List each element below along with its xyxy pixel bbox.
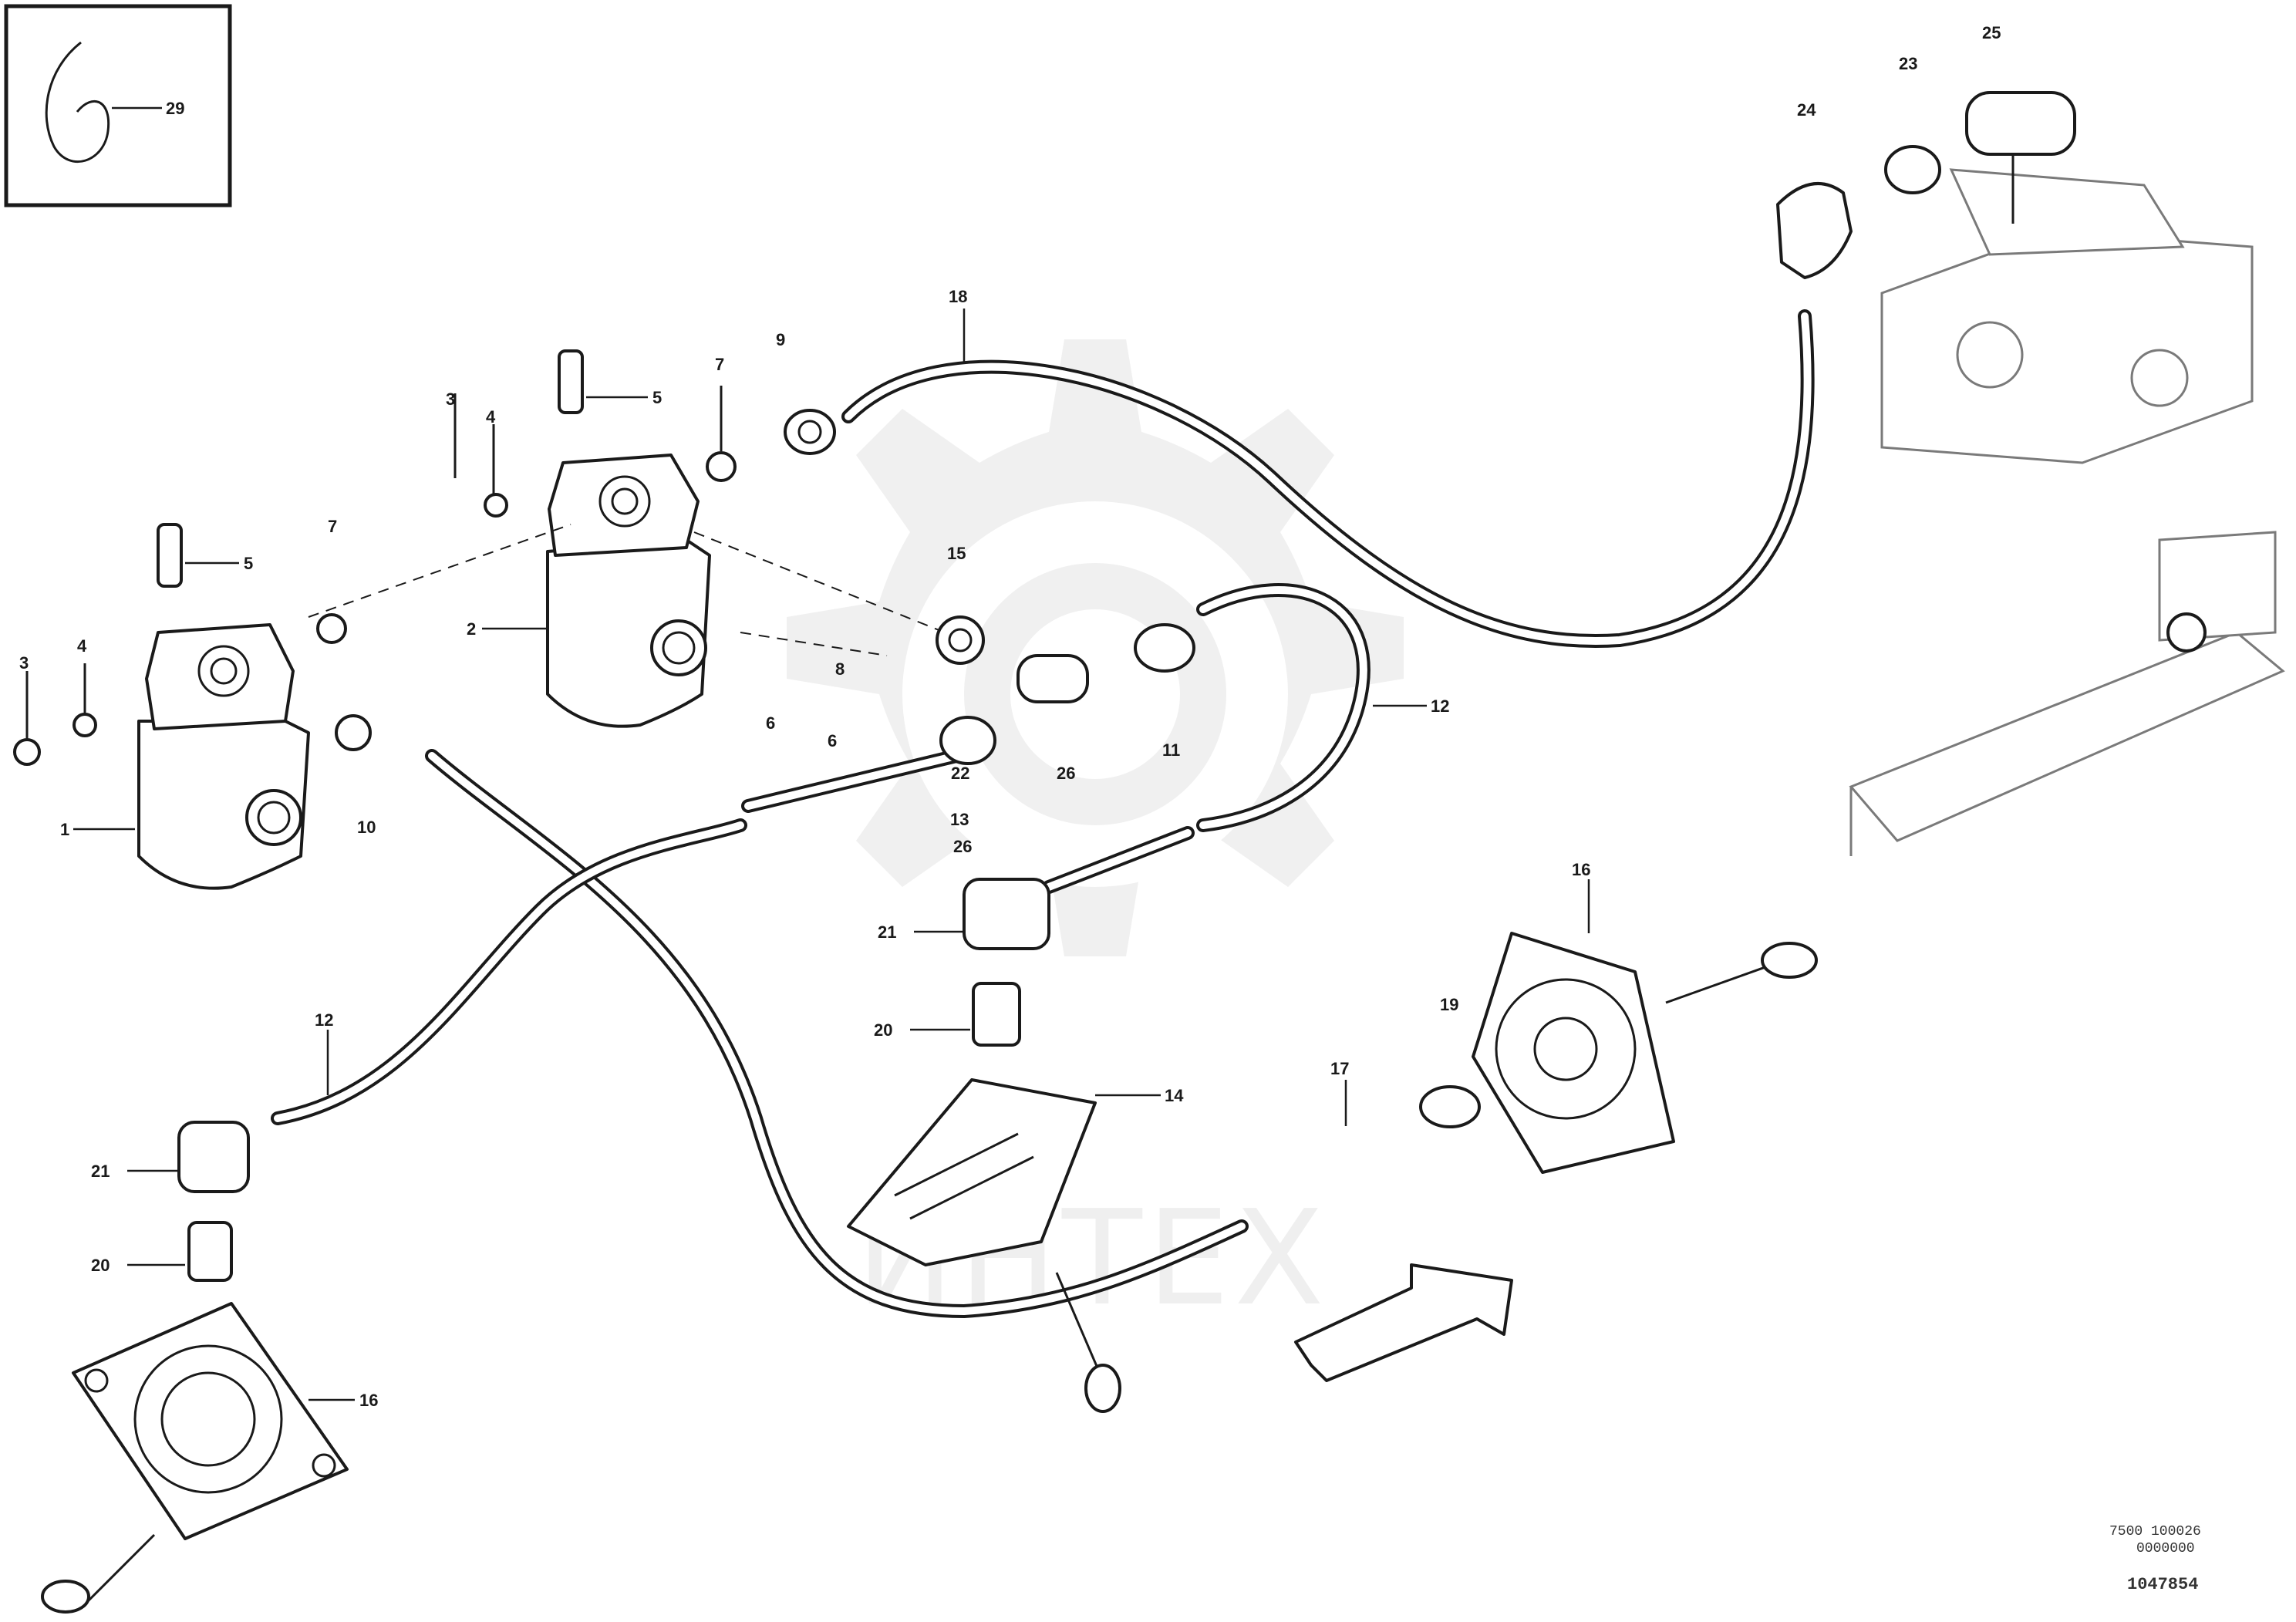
- inset-box: 29: [4, 4, 232, 207]
- callout-17: 17: [1330, 1059, 1349, 1078]
- alignment-lines: [308, 524, 965, 656]
- manifold-ghost: [1849, 168, 2285, 856]
- brake-chamber-16-right: [1472, 932, 1818, 1174]
- hose-18: [841, 309, 1815, 649]
- callout-15: 15: [947, 544, 966, 563]
- callout-21a: 21: [91, 1162, 110, 1181]
- reference-line-1: 7500 100026: [2109, 1524, 2201, 1539]
- callout-14: 14: [1165, 1086, 1184, 1105]
- callout-6a: 6: [766, 713, 775, 733]
- callout-3b: 3: [19, 653, 29, 673]
- callout-16a: 16: [359, 1391, 378, 1410]
- callout-13: 13: [950, 810, 969, 829]
- clamp-tie-icon: [45, 41, 110, 164]
- callout-12a: 12: [315, 1010, 333, 1030]
- callout-26b: 26: [1057, 764, 1075, 783]
- callout-8: 8: [835, 659, 845, 679]
- callout-25: 25: [1982, 23, 2001, 42]
- callout-7a: 7: [328, 517, 337, 536]
- fittings: [177, 409, 1481, 1282]
- callout-19: 19: [1440, 995, 1458, 1014]
- callout-23: 23: [1899, 54, 1917, 73]
- valve-2: [546, 454, 711, 728]
- callout-5b: 5: [244, 554, 253, 573]
- callout-16b: 16: [1572, 860, 1590, 879]
- callout-11: 11: [1162, 740, 1180, 760]
- callout-26a: 26: [953, 837, 972, 856]
- callout-5a: 5: [652, 388, 662, 407]
- hose-12: [271, 749, 1249, 1319]
- top-right-fittings: [1776, 91, 2076, 279]
- callout-1: 1: [60, 820, 69, 839]
- reference-code: 7500 100026 0000000 1047854: [2109, 1524, 2201, 1594]
- callout-6b: 6: [828, 731, 837, 750]
- callout-4a: 4: [486, 407, 496, 427]
- callout-3a: 3: [446, 389, 455, 409]
- watermark: ИНТЕХ: [787, 339, 1404, 1335]
- callout-2: 2: [467, 619, 476, 639]
- callout-7b: 7: [715, 355, 724, 374]
- reference-code-number: 1047854: [2127, 1575, 2198, 1594]
- callouts: 1 2 3 3 4 4 5 5 6 6 7 7 8 9 10 11 12 12 …: [19, 23, 2001, 1410]
- callout-20b: 20: [874, 1020, 892, 1040]
- callout-24: 24: [1797, 100, 1816, 120]
- valve-1: [137, 623, 310, 890]
- inset-callout: 29: [166, 99, 184, 118]
- direction-arrow: [1294, 1263, 1513, 1382]
- callout-10: 10: [357, 818, 376, 837]
- callout-22: 22: [951, 764, 969, 783]
- callout-21b: 21: [878, 922, 896, 942]
- callout-20a: 20: [91, 1256, 110, 1275]
- hose-13: [741, 583, 1371, 894]
- reference-line-2: 0000000: [2136, 1541, 2195, 1556]
- callout-9: 9: [776, 330, 785, 349]
- callout-4b: 4: [77, 636, 87, 656]
- callout-18: 18: [949, 287, 967, 306]
- valve-14: [847, 1078, 1121, 1413]
- bolts: [13, 349, 737, 766]
- callout-12b: 12: [1431, 696, 1449, 716]
- brake-chamber-16-left: [41, 1302, 349, 1614]
